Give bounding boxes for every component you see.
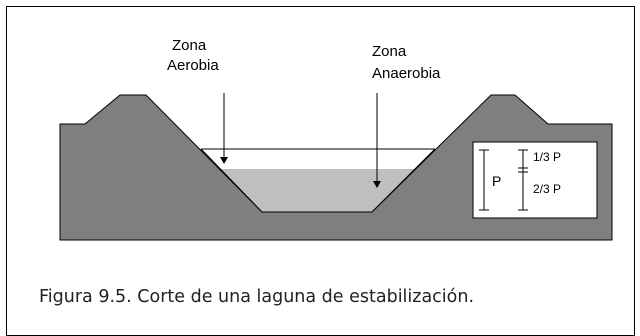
lagoon-cross-section [59,93,613,241]
anaerobic-arrowhead [373,181,381,188]
anaerobic-zone-label-line1: Zona [372,43,407,60]
depth-bracket [479,149,489,211]
one-third-depth-label: 1/3 P [533,150,562,164]
fraction-brackets [518,149,528,211]
aerobic-zone-label-line2: Aerobia [167,57,219,74]
aerobic-water [201,149,435,169]
anaerobic-water [221,169,415,212]
depth-legend-box [472,141,598,219]
depth-label: P [492,173,502,189]
two-thirds-depth-label: 2/3 P [533,182,562,196]
pond-outline [200,148,436,213]
aerobic-zone-label-line1: Zona [172,37,207,54]
figure-caption: Figura 9.5. Corte de una laguna de estab… [39,287,475,307]
aerobic-arrowhead [220,157,228,164]
anaerobic-zone-label-line2: Anaerobia [372,65,441,82]
